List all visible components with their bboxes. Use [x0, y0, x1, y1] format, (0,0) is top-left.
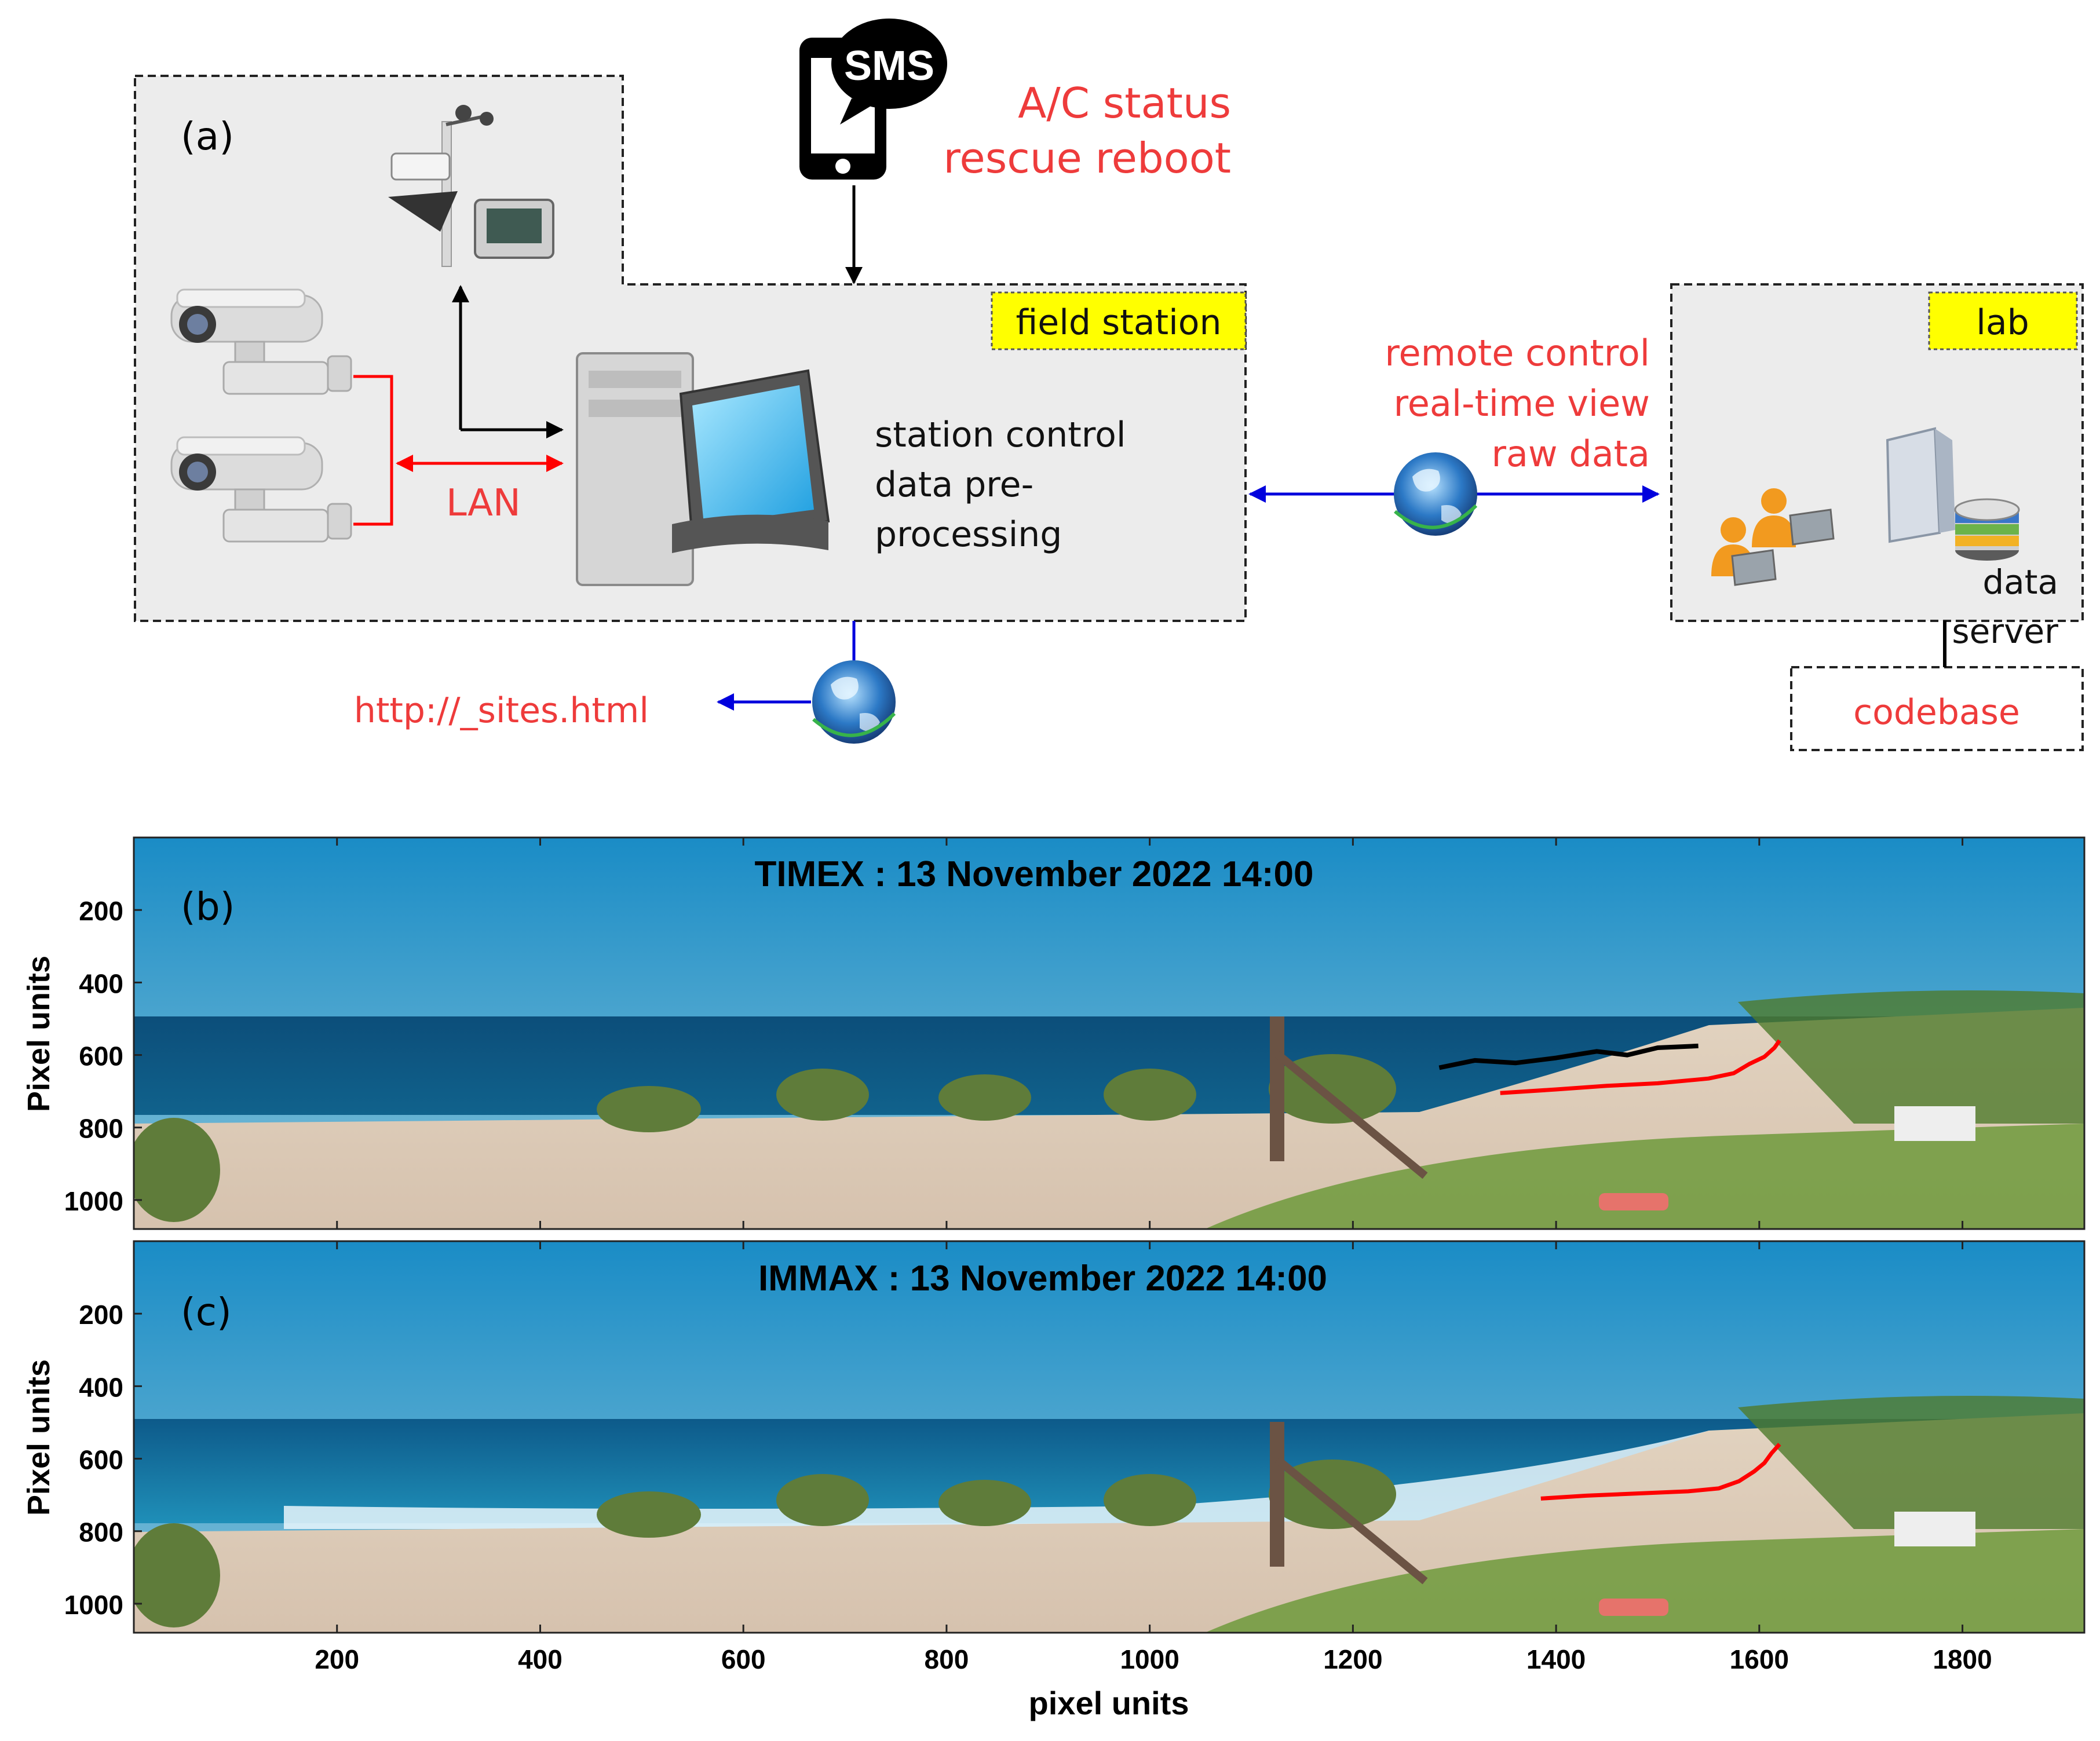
raw-data-text: raw data: [1491, 433, 1650, 475]
panel-c-yticks: 200 400 600 800 1000: [64, 1300, 142, 1620]
immax-shoreline-red: [1540, 1443, 1781, 1501]
y-tick-label: 800: [79, 1114, 123, 1144]
immax-title: IMMAX : 13 November 2022 14:00: [758, 1259, 1327, 1299]
remote-control-text: remote control: [1385, 332, 1650, 374]
panel-a: (a) LAN: [134, 19, 2084, 751]
field-station-tag: [991, 291, 1247, 350]
y-tick-label: 1000: [64, 1186, 123, 1216]
panel-b-ylabel: Pixel units: [21, 956, 56, 1112]
database-icon: [1954, 498, 2020, 561]
sms-badge: SMS: [844, 43, 934, 89]
x-tick-label: 800: [925, 1644, 969, 1674]
codebase-region: [1790, 666, 2084, 751]
globe-icon: [812, 660, 896, 744]
data-server-text-1: data: [1982, 562, 2058, 602]
website-text: http://_sites.html: [354, 690, 649, 731]
panel-a-label: (a): [181, 114, 234, 159]
y-tick-label: 1000: [64, 1590, 123, 1620]
data-server-text-2: server: [1952, 612, 2058, 651]
panel-b-label: (b): [181, 884, 235, 929]
y-tick-label: 600: [79, 1445, 123, 1475]
field-station-tag-text: field station: [1016, 302, 1221, 343]
y-tick-label: 400: [79, 1372, 123, 1402]
sms-note-rescue-reboot: rescue reboot: [943, 134, 1231, 182]
users-icon: [1711, 488, 1835, 586]
x-tick-label: 1400: [1526, 1644, 1586, 1674]
y-tick-label: 200: [79, 896, 123, 926]
x-tick-label: 600: [721, 1644, 766, 1674]
globe-icon: [1394, 452, 1477, 536]
panel-b-xticks: [336, 837, 1964, 1229]
lan-label: LAN: [446, 482, 521, 525]
x-tick-label: 1200: [1323, 1644, 1382, 1674]
y-tick-label: 600: [79, 1041, 123, 1071]
panel-b: TIMEX : 13 November 2022 14:00 (b) 200 40…: [21, 836, 2086, 1230]
lan-connection: [353, 375, 564, 526]
panel-b-yticks: 200 400 600 800 1000: [64, 896, 142, 1216]
lab-tag: [1928, 291, 2078, 350]
sms-phone-icon: SMS: [799, 19, 947, 180]
x-tick-label: 400: [518, 1644, 563, 1674]
x-tick-label: 1000: [1120, 1644, 1179, 1674]
sms-note-ac-status: A/C status: [1018, 79, 1231, 127]
panel-c-ylabel: Pixel units: [21, 1359, 56, 1516]
station-text-line-2: data pre-: [875, 464, 1033, 505]
real-time-view-text: real-time view: [1394, 382, 1650, 425]
panel-c-label: (c): [181, 1290, 232, 1334]
panel-c-xticks: 200 400 600 800 1000 1200 1400 1600 1800: [315, 1241, 1992, 1674]
lab-tag-text: lab: [1976, 302, 2029, 343]
y-tick-label: 400: [79, 968, 123, 998]
timex-title: TIMEX : 13 November 2022 14:00: [755, 854, 1314, 894]
y-tick-label: 200: [79, 1300, 123, 1330]
station-text-line-1: station control: [875, 415, 1126, 455]
weather-station-icon: [388, 105, 554, 267]
server-icon: [1886, 427, 1955, 543]
y-tick-label: 800: [79, 1517, 123, 1548]
x-axis-label: pixel units: [1029, 1685, 1189, 1721]
timex-shoreline-red: [1500, 1039, 1781, 1095]
immax-image: [134, 1241, 2084, 1633]
computer-icon: [576, 352, 830, 586]
timex-image: [134, 837, 2084, 1229]
x-tick-label: 1600: [1730, 1644, 1789, 1674]
x-tick-label: 200: [315, 1644, 359, 1674]
station-text-line-3: processing: [875, 514, 1062, 555]
codebase-text: codebase: [1853, 692, 2020, 733]
x-tick-label: 1800: [1933, 1644, 1992, 1674]
panel-c: IMMAX : 13 November 2022 14:00 (c) 200 40…: [21, 1240, 2086, 1721]
timex-shoreline-black: [1438, 1043, 1699, 1070]
